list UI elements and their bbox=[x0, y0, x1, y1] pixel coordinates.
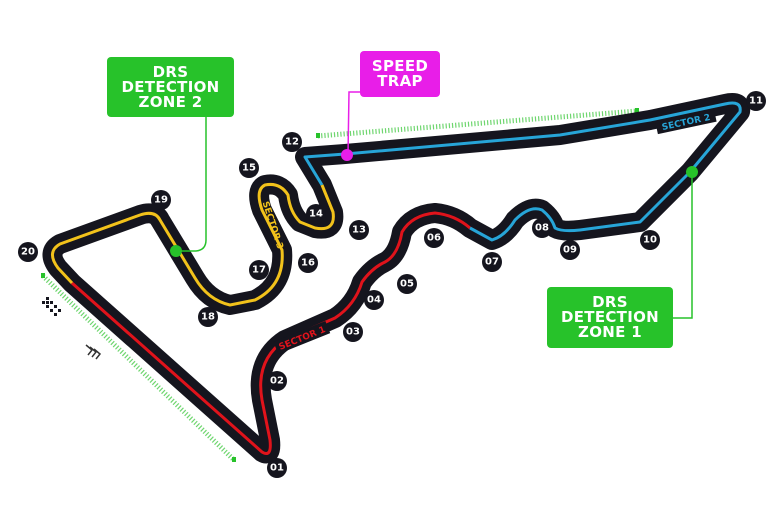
turn-marker-16: 16 bbox=[298, 253, 318, 273]
speed-trap-point bbox=[341, 149, 353, 161]
drs-detection-point-2 bbox=[170, 245, 182, 257]
turn-marker-11: 11 bbox=[746, 91, 766, 111]
turn-marker-12: 12 bbox=[282, 132, 302, 152]
turn-number: 10 bbox=[643, 235, 657, 246]
speed-trap-callout: SPEED TRAP bbox=[360, 51, 440, 97]
turn-marker-05: 05 bbox=[397, 274, 417, 294]
turn-number: 13 bbox=[352, 225, 366, 236]
turn-marker-02: 02 bbox=[267, 371, 287, 391]
direction-chevrons-icon bbox=[85, 344, 102, 360]
turn-number: 16 bbox=[301, 258, 315, 269]
callout-line: DETECTION bbox=[560, 308, 659, 326]
sector-3-line bbox=[51, 183, 335, 307]
drs-zone-back-straight bbox=[317, 108, 638, 139]
turn-marker-07: 07 bbox=[482, 252, 502, 272]
chequered-flag-icon bbox=[42, 297, 61, 316]
callout-line: DRS bbox=[152, 62, 189, 81]
turn-number: 18 bbox=[201, 312, 215, 323]
turn-number: 12 bbox=[285, 137, 299, 148]
callout-line: ZONE 1 bbox=[578, 323, 642, 341]
turn-marker-17: 17 bbox=[249, 260, 269, 280]
turn-marker-13: 13 bbox=[349, 220, 369, 240]
turn-number: 09 bbox=[563, 245, 577, 256]
turn-marker-04: 04 bbox=[364, 290, 384, 310]
turn-number: 17 bbox=[252, 265, 266, 276]
track-outline bbox=[42, 93, 751, 464]
turn-number: 19 bbox=[154, 195, 168, 206]
turn-marker-15: 15 bbox=[239, 158, 259, 178]
callout-line: SPEED bbox=[371, 57, 429, 75]
turn-marker-06: 06 bbox=[424, 228, 444, 248]
turn-marker-14: 14 bbox=[306, 204, 326, 224]
turn-marker-20: 20 bbox=[18, 242, 38, 262]
turn-marker-09: 09 bbox=[560, 240, 580, 260]
turn-number: 05 bbox=[400, 279, 414, 290]
sector-1-line bbox=[71, 211, 471, 455]
turn-number: 15 bbox=[242, 163, 256, 174]
turn-number: 07 bbox=[485, 257, 499, 268]
turn-marker-19: 19 bbox=[151, 190, 171, 210]
callout-line: TRAP bbox=[377, 72, 423, 90]
turn-number: 08 bbox=[535, 223, 549, 234]
sector-2-line bbox=[303, 101, 742, 242]
turn-number: 03 bbox=[346, 327, 360, 338]
turn-number: 14 bbox=[309, 209, 323, 220]
drs-detection-zone-1-callout: DRS DETECTION ZONE 1 bbox=[547, 287, 673, 348]
callout-line: ZONE 2 bbox=[138, 92, 203, 111]
turn-number: 02 bbox=[270, 376, 284, 387]
turn-marker-08: 08 bbox=[532, 218, 552, 238]
turn-marker-03: 03 bbox=[343, 322, 363, 342]
turn-number: 06 bbox=[427, 233, 441, 244]
turn-marker-18: 18 bbox=[198, 307, 218, 327]
turn-number: 20 bbox=[21, 247, 35, 258]
turn-number: 11 bbox=[749, 96, 763, 107]
callout-line: DRS bbox=[592, 293, 628, 311]
drs-zone-main-straight bbox=[41, 274, 236, 462]
turn-marker-01: 01 bbox=[267, 458, 287, 478]
turn-marker-10: 10 bbox=[640, 230, 660, 250]
turn-number: 04 bbox=[367, 295, 381, 306]
callout-line: DETECTION bbox=[121, 77, 220, 96]
turn-number: 01 bbox=[270, 463, 284, 474]
drs-detection-point-1 bbox=[686, 166, 698, 178]
drs-detection-zone-2-callout: DRS DETECTION ZONE 2 bbox=[107, 57, 234, 117]
